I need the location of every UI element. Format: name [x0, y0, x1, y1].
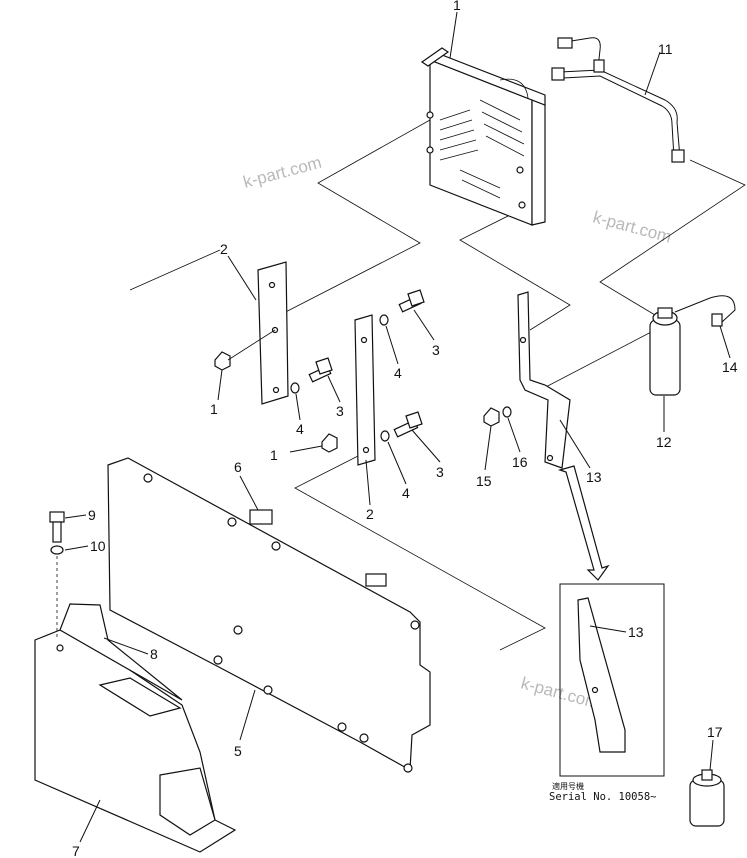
callout-4-top: 4 — [394, 365, 402, 381]
washer-4b — [290, 382, 300, 394]
nut-1a — [214, 351, 231, 371]
bolt-3c — [393, 411, 423, 438]
callout-6: 6 — [234, 459, 242, 475]
callouts: 1 11 2 1 3 4 3 4 1 2 3 4 15 16 13 12 14 … — [72, 0, 738, 858]
callout-2-center: 2 — [366, 506, 374, 522]
bolt-3a — [398, 289, 425, 313]
nut-1b — [321, 433, 338, 453]
washer-4c — [380, 430, 390, 442]
washer-4a — [379, 314, 389, 326]
base-plate — [107, 457, 431, 773]
callout-3-bottom: 3 — [436, 464, 444, 480]
callout-1-nut-center: 1 — [270, 447, 278, 463]
callout-3-top: 3 — [432, 342, 440, 358]
nut-15 — [483, 407, 500, 427]
callout-4-left: 4 — [296, 421, 304, 437]
serial-label-jp: 適用号機 — [552, 781, 584, 791]
washer-10 — [50, 545, 64, 555]
callout-15: 15 — [476, 473, 492, 489]
washer-16 — [502, 406, 512, 418]
callout-9: 9 — [88, 507, 96, 523]
detail-inset — [559, 583, 665, 777]
callout-17: 17 — [707, 724, 723, 740]
callout-1-cooler: 1 — [453, 0, 461, 13]
leader-lines — [64, 11, 731, 843]
bolt-3b — [308, 357, 333, 383]
callout-3-left: 3 — [336, 403, 344, 419]
bracket-center — [354, 314, 376, 466]
callout-2-left: 2 — [220, 241, 228, 257]
part-17 — [689, 769, 725, 827]
callout-7: 7 — [72, 843, 80, 858]
part-6-block — [249, 509, 273, 525]
hardware — [214, 289, 512, 453]
cover — [34, 603, 237, 853]
oil-cooler-core — [420, 47, 546, 226]
callout-1-nut-left: 1 — [210, 401, 218, 417]
callout-4-bottom: 4 — [402, 485, 410, 501]
bolt-9 — [49, 511, 65, 543]
receiver-drier — [649, 307, 681, 396]
callout-8: 8 — [150, 646, 158, 662]
watermark-top-left: k-part.com — [241, 153, 323, 192]
serial-label: Serial No. 10058~ — [549, 791, 656, 803]
bracket-right — [517, 291, 571, 469]
callout-13: 13 — [586, 469, 602, 485]
hose-assembly — [674, 295, 736, 327]
callout-13-inset: 13 — [628, 624, 644, 640]
callout-16: 16 — [512, 454, 528, 470]
callout-12: 12 — [656, 434, 672, 450]
bracket-left — [257, 261, 289, 405]
detail-arrow — [557, 465, 610, 581]
callout-14: 14 — [722, 359, 738, 375]
callout-11: 11 — [658, 41, 673, 57]
callout-5: 5 — [234, 743, 242, 759]
callout-10: 10 — [90, 538, 106, 554]
pipe-assembly — [551, 37, 685, 163]
